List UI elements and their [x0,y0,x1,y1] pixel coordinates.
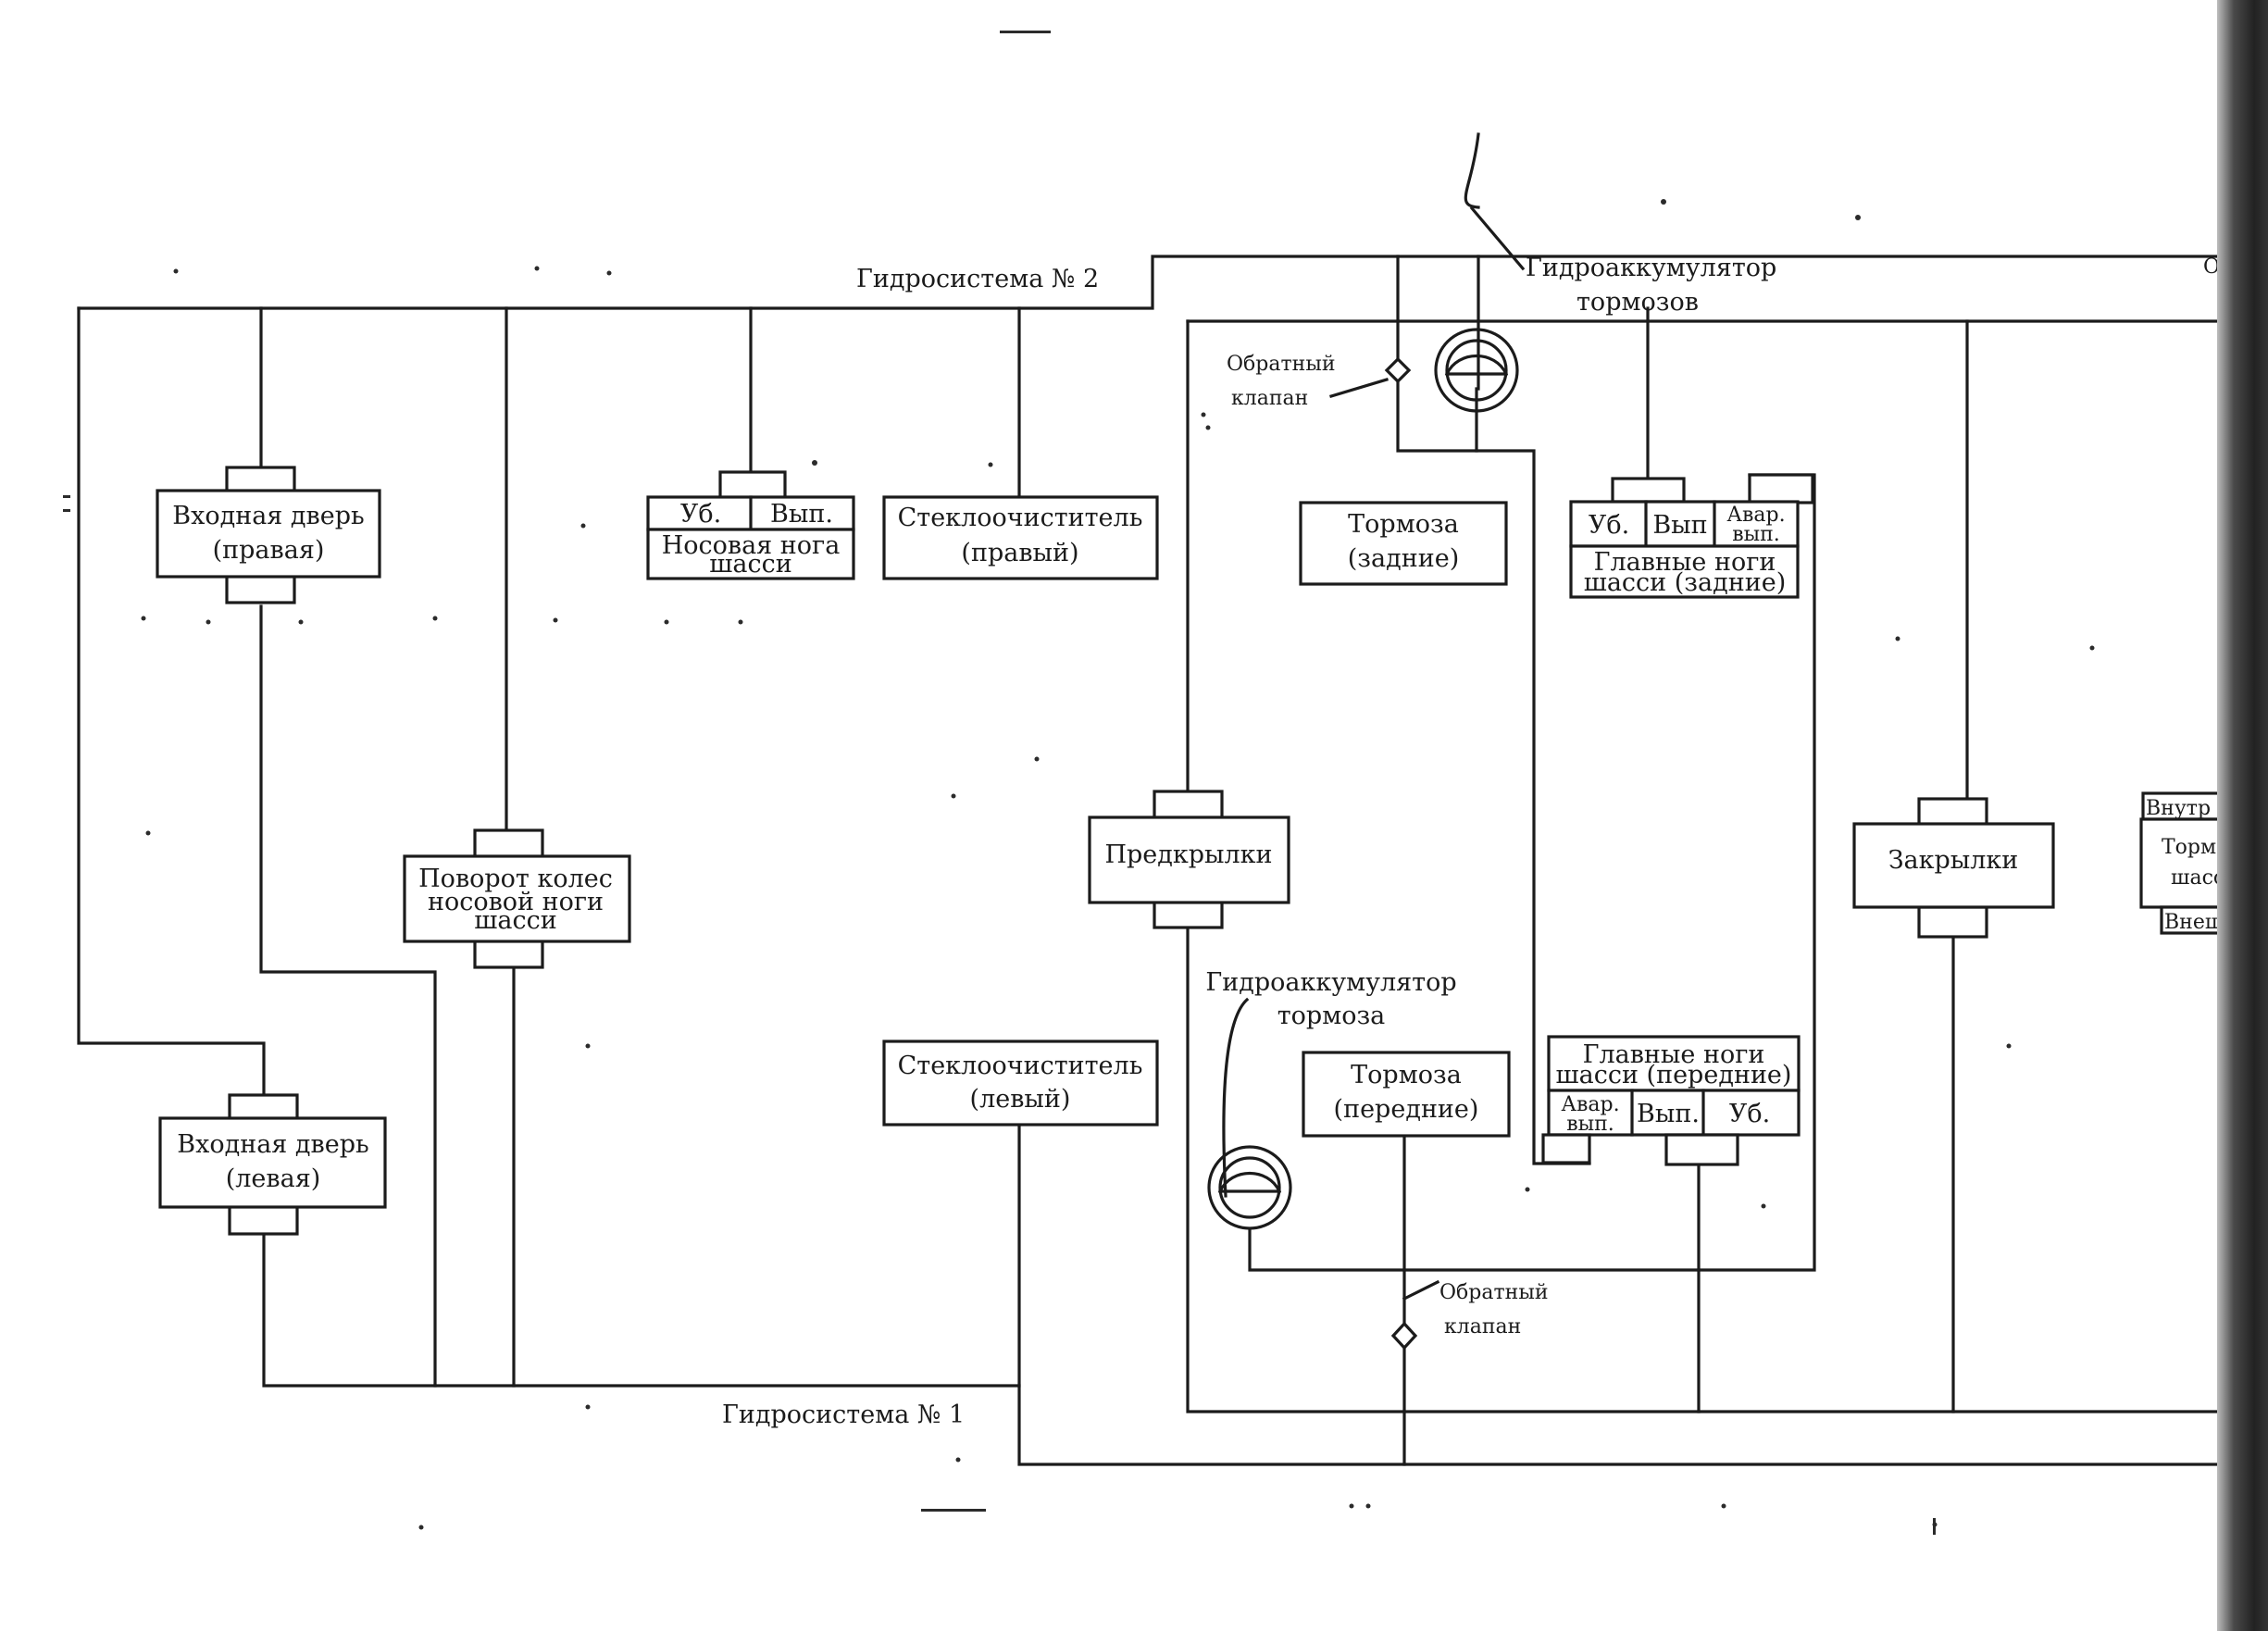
check-valve-top-line2: клапан [1231,387,1308,410]
brakes-front-line1: Тормоза [1351,1061,1462,1089]
accumulator-bottom-line1: Гидроаккумулятор [1205,968,1456,997]
main-gear-rear: Уб. Вып Авар. вып. Главные ноги шасси (з… [1569,473,1814,599]
nose-steering-line1: Поворот колес [418,865,613,893]
wiper-left: Стеклоочиститель (левый) [882,1040,1159,1127]
check-valve-bottom-line1: Обратный [1439,1281,1549,1304]
main-gear-rear-line1: Главные ноги [1594,548,1776,577]
nose-wheel-steering: Поворот колес носовой ноги шасси [403,828,631,969]
nose-steering-line3: шасси [474,906,556,935]
brakes-accumulator-top [1434,328,1519,413]
entrance-door-left: Входная дверь (левая) [158,1093,387,1236]
nose-gear: Уб. Вып. Носовая нога шасси [646,470,855,580]
main-gear-rear-line2: шасси (задние) [1584,568,1787,597]
nose-gear-line2: шасси [709,550,791,579]
cut-off-unit-right: Внутр Торм шасс Внеш Обр [2139,255,2245,935]
cut-off-outer: Внеш [2164,911,2224,934]
scan-edge-shadow [2217,0,2268,1631]
brakes-front: Тормоза (передние) [1302,1051,1511,1138]
hydrosystem-2-lines [77,255,2219,1388]
door-right-line1: Входная дверь [172,502,364,530]
entrance-door-right: Входная дверь (правая) [156,466,381,604]
brakes-rear-line1: Тормоза [1348,510,1459,539]
brake-accumulator-bottom [1207,1145,1292,1230]
slats: Предкрылки [1088,790,1290,929]
nose-steering-line2: носовой ноги [428,888,604,916]
cut-off-brake: Торм [2162,836,2216,859]
accumulator-bottom-line2: тормоза [1277,1002,1386,1030]
accumulator-top-line1: Гидроаккумулятор [1526,254,1776,282]
check-valve-top-line1: Обратный [1227,353,1336,376]
hydrosystem-1-label: Гидросистема № 1 [722,1401,965,1429]
main-gear-front-emergency-1: Авар. [1561,1093,1619,1116]
main-gear-front-line2: шасси (передние) [1556,1061,1792,1089]
wiper-right-line1: Стеклоочиститель [898,504,1143,532]
main-gear-rear-extend: Вып [1652,511,1707,540]
wiper-left-line2: (левый) [970,1085,1071,1114]
flaps: Закрылки [1852,797,2055,939]
brakes-front-line2: (передние) [1334,1095,1479,1124]
door-left-line2: (левая) [226,1164,321,1193]
main-gear-front-line1: Главные ноги [1583,1040,1765,1069]
main-gear-front: Главные ноги шасси (передние) Авар. вып.… [1541,1035,1801,1166]
brakes-rear: Тормоза (задние) [1299,501,1508,586]
brakes-rear-line2: (задние) [1348,544,1460,573]
check-valve-bottom-line2: клапан [1444,1315,1521,1338]
wiper-right-line2: (правый) [961,539,1078,567]
flaps-label: Закрылки [1888,846,2019,875]
check-valve-top-symbol [1384,356,1412,384]
main-gear-front-extend: Вып. [1637,1100,1700,1128]
slats-label: Предкрылки [1104,840,1272,869]
main-gear-rear-emergency-1: Авар. [1726,504,1785,527]
door-right-line2: (правая) [213,536,325,565]
hydrosystem-2-label: Гидросистема № 2 [856,265,1099,293]
nose-gear-retract: Уб. [680,500,721,529]
wiper-right: Стеклоочиститель (правый) [882,495,1159,580]
cut-off-inner: Внутр [2146,797,2211,820]
nose-gear-line1: Носовая нога [662,531,841,560]
wiper-left-line1: Стеклоочиститель [898,1052,1143,1080]
scan-noise [63,31,2095,1535]
main-gear-rear-emergency-2: вып. [1732,523,1780,546]
main-gear-front-emergency-2: вып. [1566,1113,1614,1136]
door-left-line1: Входная дверь [177,1130,368,1159]
cut-off-chassis: шасс [2171,866,2224,890]
check-valve-bottom-symbol [1390,1321,1418,1351]
main-gear-front-retract: Уб. [1729,1100,1770,1128]
main-gear-rear-retract: Уб. [1589,511,1629,540]
nose-gear-extend: Вып. [770,500,833,529]
accumulator-top-line2: тормозов [1576,288,1699,317]
